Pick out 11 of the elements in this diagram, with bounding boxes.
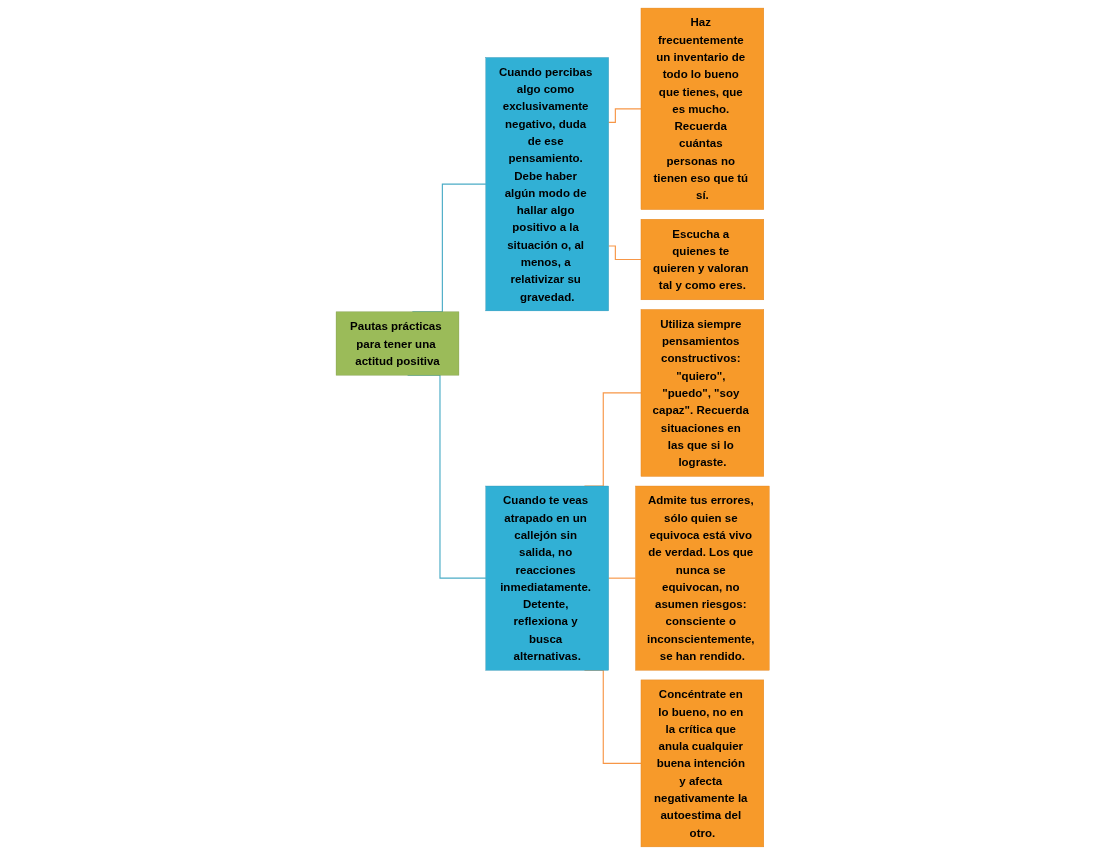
node-box: Admite tus errores, sólo quien se equivoca está vivo de verdad. Los que nunca se equivocan, no asumen riesgos: consciente o inconscientemente, se han rendido. xyxy=(635,485,770,671)
connector xyxy=(607,245,642,261)
connector xyxy=(607,108,642,123)
node-box: Pautas prácticas para tener una actitud positiva xyxy=(335,311,459,376)
node-box: Concéntrate en lo bueno, no en la crítica que anula cualquier buena intención y afecta negativamente la autoestima del otro. xyxy=(640,679,764,848)
node-box: Haz frecuentemente un inventario de todo lo bueno que tienes, que es mucho. Recuerda cuántas personas no tienen eso que tú sí. xyxy=(640,7,764,210)
node-box: Utiliza siempre pensamientos constructivos: "quiero", "puedo", "soy capaz". Recuerda situaciones en las que si lo lograste. xyxy=(640,309,764,477)
node-box: Cuando te veas atrapado en un callejón sin salida, no reacciones inmediatamente. Detente, reflexiona y busca alternativas. xyxy=(485,485,609,671)
node-box: Escucha a quienes te quieren y valoran tal y como eres. xyxy=(640,219,764,301)
connector xyxy=(607,577,636,579)
node-box: Cuando percibas algo como exclusivamente negativo, duda de ese pensamiento. Debe haber algún modo de hallar algo positivo a la situación o, al menos, a relativizar su gravedad. xyxy=(485,57,609,312)
